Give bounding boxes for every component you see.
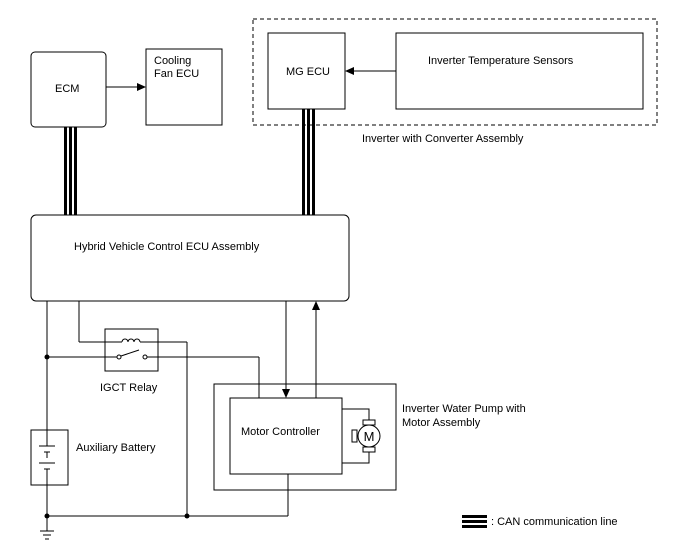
cooling-fan-ecu-label-line1: Cooling — [154, 55, 191, 67]
cooling-fan-ecu-label-line2: Fan ECU — [154, 68, 199, 80]
igct-relay-label: IGCT Relay — [100, 382, 158, 394]
water-pump-assembly-boundary — [213, 383, 397, 491]
can-line-legend-label: : CAN communication line — [491, 516, 618, 528]
relay-switch-icon — [47, 349, 260, 398]
water-pump-assembly-label-line2: Motor Assembly — [402, 417, 481, 429]
auxiliary-battery-label: Auxiliary Battery — [76, 442, 156, 454]
cooling-fan-ecu-block — [145, 48, 223, 126]
ecm-label: ECM — [55, 83, 79, 95]
ecm-block — [30, 51, 107, 128]
can-line-ecm — [64, 127, 77, 215]
ground-symbol — [40, 530, 54, 540]
motor-controller-to-ecu-arrowhead — [312, 301, 320, 310]
motor-controller-block — [229, 397, 343, 475]
hv-control-ecu-block — [30, 214, 350, 302]
sensors-to-mg-ecu-arrowhead — [345, 67, 354, 75]
junction-dot-relay-ground — [184, 513, 190, 519]
ecm-to-fan-arrowhead — [137, 83, 146, 91]
can-line-legend-icon — [462, 515, 487, 528]
battery-icon — [39, 430, 55, 485]
ecu-to-motor-controller-arrowhead — [282, 389, 290, 398]
motor-controller-label: Motor Controller — [241, 426, 320, 438]
motor-terminal-top — [362, 419, 376, 426]
igct-relay-block — [104, 328, 159, 372]
relay-coil-icon — [78, 301, 188, 516]
inverter-temp-sensors-label: Inverter Temperature Sensors — [428, 55, 574, 67]
motor-symbol-label: M — [364, 429, 375, 444]
motor-terminal-bottom — [362, 446, 376, 453]
can-line-mg-ecu — [302, 109, 315, 215]
motor-wires — [342, 408, 370, 464]
inverter-temp-sensors-block — [395, 32, 644, 110]
inverter-assembly-label: Inverter with Converter Assembly — [362, 133, 524, 145]
hv-control-ecu-label: Hybrid Vehicle Control ECU Assembly — [74, 241, 260, 253]
ground-return-wire — [47, 474, 289, 517]
mg-ecu-label: MG ECU — [286, 66, 330, 78]
inverter-assembly-boundary — [252, 18, 658, 126]
motor-terminal-left — [351, 429, 358, 443]
auxiliary-battery-block — [30, 429, 69, 486]
water-pump-assembly-label-line1: Inverter Water Pump with — [402, 403, 526, 415]
motor-icon — [357, 424, 381, 448]
